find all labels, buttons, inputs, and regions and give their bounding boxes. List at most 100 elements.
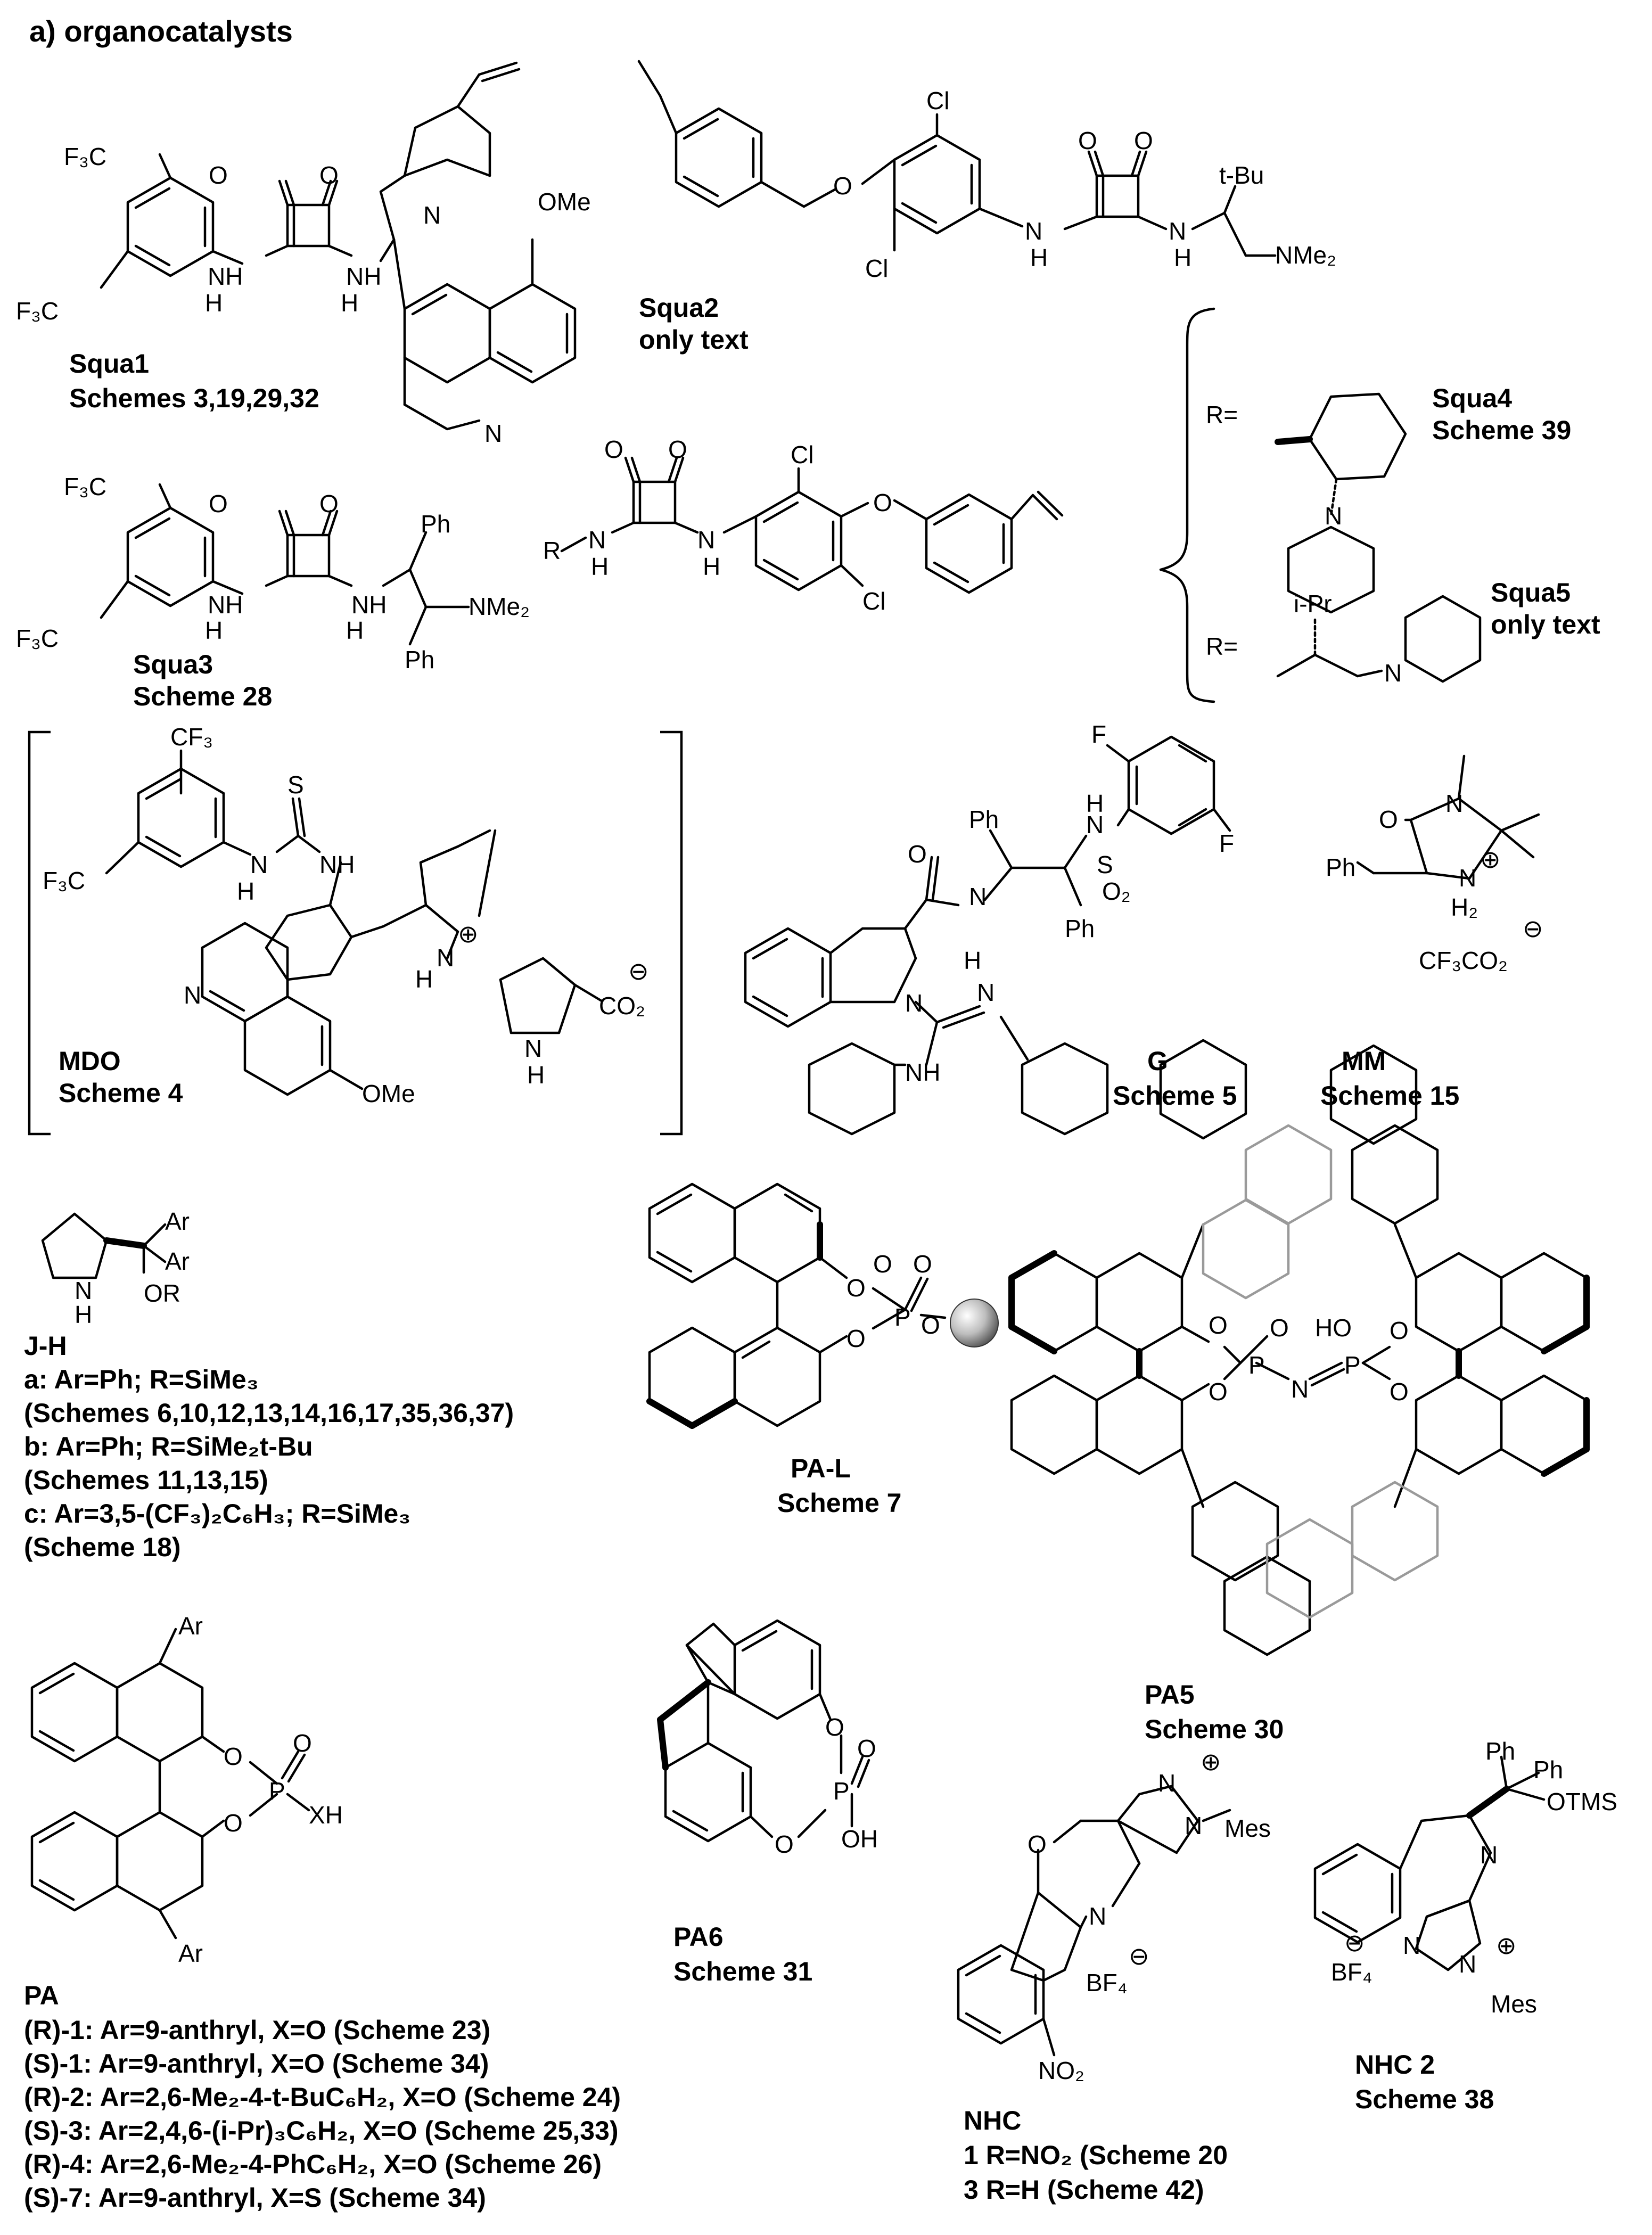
compound-variant-line: (S)-7: Ar=9-anthryl, X=S (Scheme 34) bbox=[24, 2183, 486, 2213]
atom-label: Mes bbox=[1491, 1990, 1537, 2018]
compound-name-pa5: PA5 bbox=[1145, 1680, 1195, 1710]
atom-label: F bbox=[1091, 720, 1106, 748]
nhc2-structure bbox=[1313, 1755, 1546, 1971]
atom-label: NH bbox=[351, 591, 387, 619]
atom-label: N bbox=[1325, 502, 1342, 530]
pal-structure bbox=[646, 1182, 999, 1429]
squa45-structure bbox=[560, 307, 1482, 703]
atom-label: O bbox=[1390, 1317, 1409, 1344]
atom-label: O bbox=[857, 1735, 876, 1762]
atom-label: Ph bbox=[1533, 1756, 1563, 1784]
atom-label: i-Pr bbox=[1294, 590, 1332, 618]
atom-label: N bbox=[1089, 1902, 1106, 1930]
atom-label: NH bbox=[346, 262, 381, 290]
atom-label: N bbox=[423, 201, 441, 229]
compound-variant-line: (Schemes 6,10,12,13,14,16,17,35,36,37) bbox=[24, 1398, 514, 1428]
compound-ref-squa5: only text bbox=[1491, 610, 1600, 639]
atom-label: H₂ bbox=[1451, 893, 1478, 921]
compound-variant-line: (Scheme 18) bbox=[24, 1532, 181, 1562]
compound-variant-line: 3 R=H (Scheme 42) bbox=[964, 2175, 1204, 2205]
squa1-structure bbox=[100, 61, 577, 431]
atom-label: N bbox=[697, 526, 715, 554]
atom-label: O bbox=[846, 1274, 866, 1302]
compound-name-pa: PA bbox=[24, 1981, 59, 2010]
atom-label: NH bbox=[319, 851, 355, 878]
atom-label: H bbox=[527, 1061, 545, 1089]
atom-label: F₃C bbox=[64, 473, 106, 500]
atom-label: ⊕ bbox=[1480, 845, 1501, 873]
atom-label: O bbox=[1028, 1830, 1047, 1858]
atom-label: Cl bbox=[865, 254, 888, 282]
atom-label: N bbox=[484, 420, 502, 447]
compound-ref-pa5: Scheme 30 bbox=[1145, 1714, 1284, 1744]
atom-label: CF₃CO₂ bbox=[1419, 947, 1508, 974]
atom-label: Mes bbox=[1224, 1814, 1271, 1842]
compound-ref-pa6: Scheme 31 bbox=[673, 1957, 812, 1986]
atom-label: t-Bu bbox=[1219, 161, 1264, 189]
compound-ref-pal: Scheme 7 bbox=[777, 1488, 901, 1518]
mm-structure bbox=[1356, 754, 1540, 880]
atom-label: ⊕ bbox=[458, 920, 479, 948]
atom-label: F bbox=[1219, 829, 1234, 857]
atom-label: N bbox=[1158, 1769, 1176, 1797]
compound-variant-line: (Schemes 11,13,15) bbox=[24, 1465, 268, 1495]
atom-label: H bbox=[1086, 790, 1104, 817]
compound-variant-line: 1 R=NO₂ (Scheme 20 bbox=[964, 2140, 1228, 2170]
atom-label: ⊖ bbox=[628, 957, 649, 985]
atom-label: O bbox=[209, 161, 228, 189]
compound-variant-line: (R)-1: Ar=9-anthryl, X=O (Scheme 23) bbox=[24, 2015, 490, 2045]
atom-label: F₃C bbox=[16, 297, 59, 325]
atom-label: H bbox=[703, 553, 720, 580]
atom-label: R bbox=[543, 537, 561, 564]
compound-ref-nhc2: Scheme 38 bbox=[1355, 2084, 1494, 2114]
atom-label: O bbox=[1134, 127, 1153, 154]
atom-label: O bbox=[913, 1250, 932, 1278]
atom-label: OMe bbox=[538, 188, 591, 216]
atom-label: N bbox=[184, 981, 201, 1009]
atom-label: H bbox=[415, 965, 433, 993]
compound-ref-squa1: Schemes 3,19,29,32 bbox=[69, 383, 319, 413]
section-header: a) organocatalysts bbox=[29, 14, 293, 48]
atom-label: H bbox=[341, 289, 358, 317]
atom-label: O bbox=[873, 489, 892, 516]
atom-label: O bbox=[1270, 1314, 1289, 1342]
atom-label: R= bbox=[1206, 401, 1238, 429]
atom-label: NMe₂ bbox=[469, 593, 530, 620]
atom-label: OR bbox=[144, 1279, 180, 1307]
atom-label: ⊖ bbox=[1523, 915, 1543, 942]
atom-label: Cl bbox=[791, 441, 813, 469]
nhc-structure bbox=[957, 1785, 1231, 2057]
compound-variant-line: b: Ar=Ph; R=SiMe₂t-Bu bbox=[24, 1432, 313, 1461]
compound-ref-squa3: Scheme 28 bbox=[133, 681, 272, 711]
pa6-structure bbox=[657, 1619, 870, 1843]
compound-name-pal: PA-L bbox=[791, 1453, 851, 1483]
compound-name-jh: J-H bbox=[24, 1331, 67, 1361]
atom-label: O bbox=[921, 1311, 940, 1339]
compound-name-g: G bbox=[1147, 1046, 1168, 1076]
atom-label: O bbox=[825, 1713, 844, 1741]
atom-label: Ar bbox=[178, 1612, 203, 1640]
atom-label: N bbox=[1185, 1812, 1202, 1839]
atom-label: N bbox=[1169, 217, 1186, 245]
atom-label: F₃C bbox=[16, 625, 59, 652]
compound-name-mdo: MDO bbox=[59, 1046, 121, 1076]
compound-name-squa4: Squa4 bbox=[1432, 383, 1512, 413]
atom-label: O bbox=[1390, 1378, 1409, 1406]
compound-variant-line: (S)-1: Ar=9-anthryl, X=O (Scheme 34) bbox=[24, 2049, 489, 2078]
atom-label: F₃C bbox=[64, 143, 106, 170]
atom-label: BF₄ bbox=[1086, 1969, 1128, 1996]
atom-label: F₃C bbox=[43, 867, 85, 894]
atom-label: H bbox=[205, 617, 223, 644]
atom-label: O bbox=[833, 172, 852, 200]
atom-label: N bbox=[75, 1277, 92, 1304]
atom-label: ⊕ bbox=[1496, 1932, 1517, 1959]
atom-label: O bbox=[846, 1325, 866, 1352]
compound-variant-line: c: Ar=3,5-(CF₃)₂C₆H₃; R=SiMe₃ bbox=[24, 1499, 410, 1529]
atom-label: P bbox=[1248, 1351, 1265, 1379]
atom-label: N bbox=[1459, 1950, 1476, 1978]
atom-label: P bbox=[833, 1777, 850, 1805]
atom-label: S bbox=[287, 771, 304, 799]
compound-variant-line: a: Ar=Ph; R=SiMe₃ bbox=[24, 1365, 259, 1394]
compound-variant-line: (R)-4: Ar=2,6-Me₂-4-PhC₆H₂, X=O (Scheme … bbox=[24, 2149, 602, 2179]
